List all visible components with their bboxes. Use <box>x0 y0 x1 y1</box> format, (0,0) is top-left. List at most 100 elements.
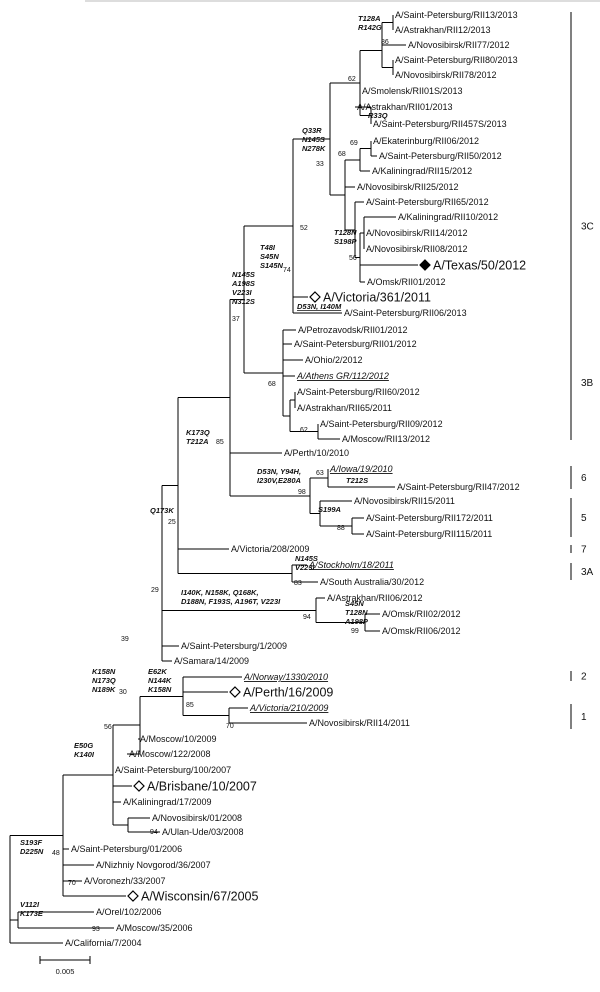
mutation-label-m_k158n: N189K <box>92 685 116 694</box>
leaf-label-southaus: A/South Australia/30/2012 <box>320 577 424 587</box>
leaf-label-kal17_09: A/Kaliningrad/17/2009 <box>123 797 212 807</box>
scale-bar-label: 0.005 <box>56 967 75 976</box>
mutation-label-m_q33r: N278K <box>302 144 326 153</box>
mutation-label-m_t128a: T128A <box>358 14 381 23</box>
clade-label-c1: 1 <box>581 712 587 723</box>
leaf-label-iowa: A/Iowa/19/2010 <box>329 464 393 474</box>
leaf-label-omsk06_12: A/Omsk/RII06/2012 <box>382 626 461 636</box>
mutation-label-m_q33r: Q33R <box>302 126 322 135</box>
mutation-label-m_k158n: N173Q <box>92 676 116 685</box>
leaf-label-spb06_13: A/Saint-Petersburg/RII06/2013 <box>344 308 467 318</box>
mutation-label-m_i140k: D188N, F193S, A196T, V223I <box>181 597 281 606</box>
leaf-label-nov14_11: A/Novosibirsk/RII14/2011 <box>309 718 410 728</box>
leaf-label-smo01s_13: A/Smolensk/RII01S/2013 <box>362 86 463 96</box>
clade-label-c2: 2 <box>581 672 587 683</box>
leaf-label-spb100_07: A/Saint-Petersburg/100/2007 <box>115 765 231 775</box>
bootstrap-value-b85b: 85 <box>186 702 194 709</box>
leaf-label-spb09_12: A/Saint-Petersburg/RII09/2012 <box>320 419 443 429</box>
leaf-label-spb50_12: A/Saint-Petersburg/RII50/2012 <box>379 151 502 161</box>
bootstrap-value-b99: 99 <box>351 628 359 635</box>
mutation-label-m_t212s: T212S <box>346 476 368 485</box>
leaf-label-spb1_09: A/Saint-Petersburg/1/2009 <box>181 641 287 651</box>
leaf-label-brisbane: A/Brisbane/10/2007 <box>147 780 257 794</box>
leaf-label-vic210: A/Victoria/210/2009 <box>249 703 328 713</box>
leaf-label-california: A/California/7/2004 <box>65 938 142 948</box>
bootstrap-value-b37: 37 <box>232 316 240 323</box>
mutation-label-m_e50g: K140I <box>74 750 95 759</box>
leaf-label-perth16: A/Perth/16/2009 <box>243 686 333 700</box>
mutation-label-m_t128a: R142G <box>358 23 382 32</box>
bootstrap-value-b98: 98 <box>298 489 306 496</box>
leaf-label-spb172_11: A/Saint-Petersburg/RII172/2011 <box>366 513 493 523</box>
leaf-label-omsk01_12: A/Omsk/RII01/2012 <box>367 277 446 287</box>
leaf-label-spb01_12: A/Saint-Petersburg/RII01/2012 <box>294 339 417 349</box>
bootstrap-value-b39: 39 <box>121 636 129 643</box>
leaf-label-spb457_13: A/Saint-Petersburg/RII457S/2013 <box>373 119 507 129</box>
mutation-label-m_s199a: S199A <box>318 505 341 514</box>
mutation-label-m_s45n: T128N <box>345 608 368 617</box>
leaf-label-omsk02_12: A/Omsk/RII02/2012 <box>382 609 461 619</box>
leaf-label-nov01_08: A/Novosibirsk/01/2008 <box>152 813 242 823</box>
mutation-label-m_d53n2: D53N, Y94H, <box>257 467 301 476</box>
leaf-label-orel: A/Orel/102/2006 <box>96 907 162 917</box>
open-diamond-icon <box>309 291 321 303</box>
leaf-label-spb01_06: A/Saint-Petersburg/01/2006 <box>71 844 182 854</box>
bootstrap-value-b29: 29 <box>151 587 159 594</box>
bootstrap-value-b48: 48 <box>52 850 60 857</box>
leaf-label-ast12_13: A/Astrakhan/RII12/2013 <box>395 25 491 35</box>
mutation-label-m_k158n: K158N <box>92 667 116 676</box>
mutation-label-m_n145s: N145S <box>232 270 255 279</box>
bootstrap-value-b68a: 68 <box>338 151 346 158</box>
mutation-label-m_r33q: R33Q <box>368 111 388 120</box>
open-diamond-icon <box>127 890 139 902</box>
bootstrap-value-b94b: 94 <box>150 829 158 836</box>
bootstrap-value-b56b: 56 <box>104 724 112 731</box>
bootstrap-value-b33: 33 <box>316 161 324 168</box>
tree-branches <box>9 15 418 944</box>
mutation-label-m_t128n: T128N <box>334 228 357 237</box>
leaf-label-samara: A/Samara/14/2009 <box>174 656 249 666</box>
filled-diamond-icon <box>419 259 431 271</box>
mutation-label-m_d53n: D53N, I140M <box>297 302 342 311</box>
leaf-label-mos10_09: A/Moscow/10/2009 <box>140 734 217 744</box>
mutation-label-m_t48i: S45N <box>260 252 279 261</box>
leaf-label-spb13_13: A/Saint-Petersburg/RII13/2013 <box>395 10 518 20</box>
bootstrap-value-b30: 30 <box>119 689 127 696</box>
mutation-label-m_n145s2: V223I <box>295 563 316 572</box>
bootstrap-value-b62b: 62 <box>300 427 308 434</box>
bootstrap-value-b83: 83 <box>294 580 302 587</box>
mutation-label-m_t48i: T48I <box>260 243 276 252</box>
mutation-label-m_s45n: A198P <box>344 617 369 626</box>
bootstrap-value-b86: 86 <box>381 39 389 46</box>
mutation-label-m_s193f: S193F <box>20 838 43 847</box>
mutation-label-m_s193f: D225N <box>20 847 44 856</box>
clade-label-c3C: 3C <box>581 222 594 233</box>
leaf-label-nov08_12: A/Novosibirsk/RII08/2012 <box>366 244 468 254</box>
mutation-label-m_t48i: S145N <box>260 261 284 270</box>
mutation-label-m_t128n: S198P <box>334 237 358 246</box>
clade-label-c3B: 3B <box>581 378 594 389</box>
leaf-label-wisconsin: A/Wisconsin/67/2005 <box>141 890 258 904</box>
leaf-label-nov77_12: A/Novosibirsk/RII77/2012 <box>408 40 510 50</box>
mutation-label-m_q173k: Q173K <box>150 506 174 515</box>
leaf-label-nov15_11: A/Novosibirsk/RII15/2011 <box>354 496 455 506</box>
mutation-label-m_q33r: N145S <box>302 135 325 144</box>
leaf-label-spb60_12: A/Saint-Petersburg/RII60/2012 <box>297 387 420 397</box>
open-diamond-icon <box>133 780 145 792</box>
leaf-label-mos122_08: A/Moscow/122/2008 <box>129 749 211 759</box>
bootstrap-value-b70b: 70 <box>68 880 76 887</box>
bootstrap-value-b94a: 94 <box>303 614 311 621</box>
mutation-label-m_v112i: K173E <box>20 909 44 918</box>
bootstrap-value-b68b: 68 <box>268 381 276 388</box>
leaf-label-norway: A/Norway/1330/2010 <box>243 672 328 682</box>
leaf-label-eka06_12: A/Ekaterinburg/RII06/2012 <box>373 136 479 146</box>
bootstrap-value-b62a: 62 <box>348 76 356 83</box>
mutation-label-m_k173q: T212A <box>186 437 209 446</box>
clade-label-c3A: 3A <box>581 567 594 578</box>
mutation-label-m_s45n: S45N <box>345 599 364 608</box>
clade-label-c5: 5 <box>581 513 587 524</box>
mutation-label-m_v112i: V112I <box>20 900 40 909</box>
leaf-label-nov78_12: A/Novosibirsk/RII78/2012 <box>395 70 497 80</box>
